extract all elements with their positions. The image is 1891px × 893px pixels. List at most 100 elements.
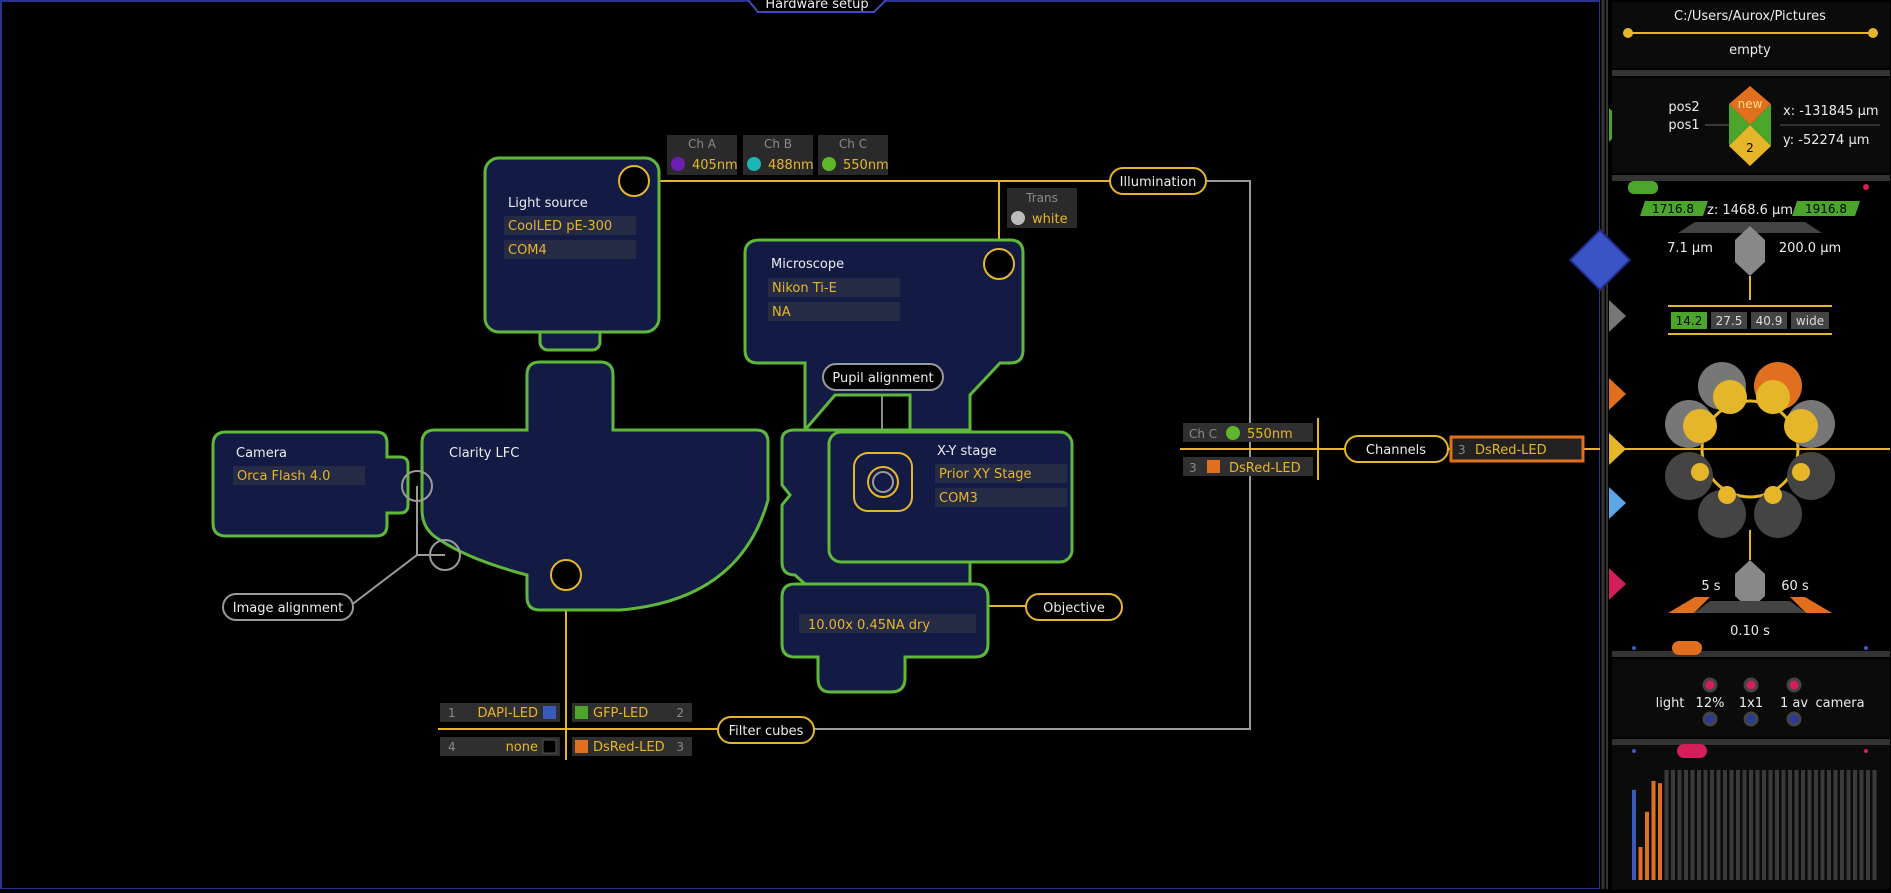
histogram-bar — [1664, 770, 1669, 880]
channel-a-wavelength: 405nm — [692, 158, 738, 173]
light-source-port-circle[interactable] — [618, 165, 650, 197]
zoom-option-2[interactable] — [1711, 312, 1747, 329]
microscope-na-field[interactable] — [768, 302, 900, 321]
clarity-align-circle[interactable] — [429, 539, 461, 571]
nav-gray-icon[interactable] — [1609, 300, 1626, 332]
z-lower-limit-box[interactable] — [1640, 201, 1708, 216]
camera-align-circle[interactable] — [401, 470, 433, 502]
filter-cube-4-num: 4 — [448, 740, 456, 754]
histogram-bar — [1775, 770, 1779, 880]
camera-settings-panel[interactable]: light 12% 1x1 1 av camera — [1612, 659, 1890, 737]
histogram-bar — [1840, 770, 1844, 880]
channels-button[interactable]: Channels — [1344, 435, 1449, 463]
xy-stage-port: COM3 — [939, 491, 978, 506]
save-path-panel[interactable]: C:/Users/Aurox/Pictures empty — [1612, 2, 1890, 68]
filter-cubes-button[interactable]: Filter cubes — [717, 716, 815, 744]
channel-wheel[interactable] — [1612, 362, 1890, 538]
position-panel[interactable]: pos2 pos1 new 2 x: -131845 µm y: -52274 … — [1612, 78, 1890, 173]
filter-cube-1[interactable]: 1 DAPI-LED — [440, 703, 560, 722]
focus-step-knob[interactable] — [1735, 226, 1765, 276]
position-number: 2 — [1746, 141, 1754, 155]
assigned-channel-value: 550nm — [1247, 427, 1293, 442]
selected-channel-num: 3 — [1458, 443, 1466, 457]
zoom-option-1[interactable] — [1671, 312, 1707, 329]
histogram-bar — [1788, 770, 1792, 880]
objective-field[interactable] — [799, 614, 976, 633]
position-number-button[interactable] — [1729, 125, 1771, 166]
histogram-bar — [1866, 770, 1870, 880]
xy-stage-model-field[interactable] — [935, 464, 1067, 483]
exposure-panel[interactable]: 5 s 60 s 0.10 s — [1668, 530, 1832, 639]
zoom-option-3[interactable] — [1751, 312, 1787, 329]
hardware-setup-nav-icon[interactable] — [1568, 228, 1632, 292]
filter-cube-1-name: DAPI-LED — [477, 706, 538, 721]
filter-cube-3-swatch — [575, 740, 588, 753]
position-left-button[interactable] — [1729, 104, 1750, 146]
channel-c-wavelength: 550nm — [843, 158, 889, 173]
channel-c-box[interactable]: Ch C 550nm — [818, 135, 889, 175]
averaging-decrease-button[interactable] — [1786, 711, 1802, 727]
page-title: Hardware setup — [765, 0, 868, 12]
filter-cube-3-num: 3 — [676, 740, 684, 754]
microscope-model-field[interactable] — [768, 278, 900, 297]
xy-stage-port-field[interactable] — [935, 488, 1067, 507]
camera-light-label: light — [1656, 696, 1685, 711]
filter-cube-4[interactable]: 4 none — [440, 737, 560, 756]
pupil-alignment-button[interactable]: Pupil alignment — [822, 363, 944, 391]
light-source-port-field[interactable] — [504, 240, 636, 259]
zoom-option-wide[interactable] — [1791, 312, 1829, 329]
light-decrease-button[interactable] — [1702, 711, 1718, 727]
assigned-channel[interactable]: Ch C 550nm — [1183, 423, 1313, 442]
nav-lightblue-icon[interactable] — [1609, 487, 1626, 519]
path-slider-right[interactable] — [1868, 28, 1878, 38]
histogram-bar — [1859, 770, 1864, 880]
filter-cube-3[interactable]: DsRed-LED 3 — [572, 737, 692, 756]
camera-panel[interactable]: Camera Orca Flash 4.0 — [211, 430, 410, 538]
xy-stage-panel[interactable]: X-Y stage Prior XY Stage COM3 — [827, 430, 1074, 564]
clarity-port-circle[interactable] — [550, 559, 582, 591]
histogram-bar — [1729, 770, 1734, 880]
header-tab[interactable]: Hardware setup — [747, 0, 887, 13]
filter-cube-2[interactable]: GFP-LED 2 — [572, 703, 692, 722]
histogram-bar — [1833, 770, 1838, 880]
camera-model-field[interactable] — [233, 466, 365, 485]
exposure-knob[interactable] — [1735, 560, 1765, 610]
xy-stage-model: Prior XY Stage — [939, 467, 1032, 482]
trans-box[interactable]: Trans white — [1007, 188, 1077, 228]
position-right-button[interactable] — [1750, 104, 1771, 146]
light-source-model-field[interactable] — [504, 216, 636, 235]
position-new-button[interactable] — [1729, 86, 1771, 125]
channel-b-box[interactable]: Ch B 488nm — [743, 135, 814, 175]
exposure-toggle[interactable] — [1672, 641, 1702, 655]
averaging-increase-button[interactable] — [1786, 677, 1802, 693]
image-alignment-button[interactable]: Image alignment — [222, 593, 354, 621]
histogram-toggle[interactable] — [1677, 744, 1707, 758]
objective-button[interactable]: Objective — [1025, 593, 1123, 621]
microscope-port-circle[interactable] — [983, 248, 1015, 280]
path-slider-left[interactable] — [1623, 28, 1633, 38]
selected-channel-item[interactable]: 3 DsRed-LED — [1449, 435, 1585, 463]
light-increase-button[interactable] — [1702, 677, 1718, 693]
focus-panel[interactable]: 1716.8 z: 1468.6 µm 1916.8 7.1 µm 200.0 … — [1628, 181, 1869, 335]
assigned-cube[interactable]: 3 DsRed-LED — [1183, 457, 1313, 476]
xy-stage-target[interactable] — [853, 452, 913, 512]
light-source-panel[interactable]: Light source CoolLED pE-300 COM4 — [483, 156, 661, 352]
focus-toggle[interactable] — [1628, 181, 1658, 194]
histogram-bar — [1710, 770, 1714, 880]
nav-magenta-icon[interactable] — [1609, 568, 1626, 600]
clarity-lfc-panel[interactable]: Clarity LFC — [420, 360, 770, 612]
wheel-slot-empty-4[interactable] — [1754, 490, 1802, 538]
z-upper-limit-box[interactable] — [1792, 201, 1860, 216]
wheel-slot-empty-3[interactable] — [1698, 490, 1746, 538]
histogram-bar — [1736, 770, 1740, 880]
channel-c-label: Ch C — [839, 137, 867, 151]
filter-cube-2-num: 2 — [676, 706, 684, 720]
illumination-button[interactable]: Illumination — [1109, 167, 1207, 195]
svg-text:40.9: 40.9 — [1756, 314, 1783, 328]
binning-increase-button[interactable] — [1743, 677, 1759, 693]
histogram-bar — [1658, 783, 1662, 880]
nav-orange-icon[interactable] — [1609, 378, 1626, 410]
channel-a-box[interactable]: Ch A 405nm — [667, 135, 738, 175]
binning-decrease-button[interactable] — [1743, 711, 1759, 727]
image-alignment-label: Image alignment — [233, 601, 344, 616]
